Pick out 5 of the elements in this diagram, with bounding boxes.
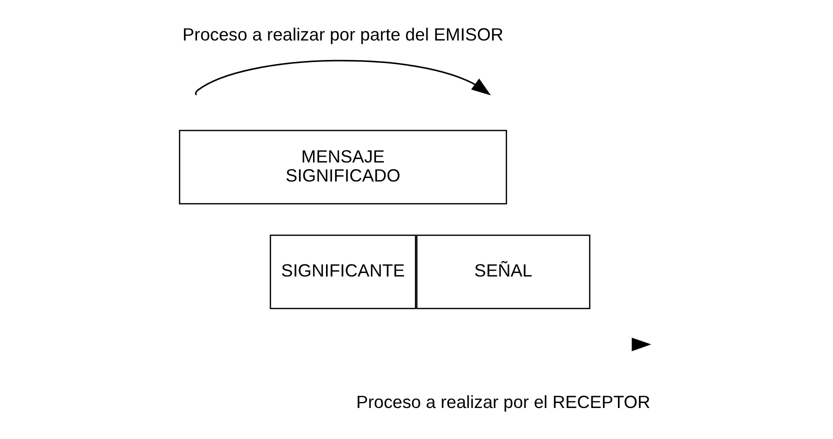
node-box: SIGNIFICANTE <box>270 234 416 310</box>
label: Proceso a realizar por parte del EMISOR <box>182 24 504 45</box>
node-box: MENSAJE SIGNIFICADO <box>178 130 508 204</box>
node-box: SEÑAL <box>416 234 590 310</box>
label: Proceso a realizar por el RECEPTOR <box>356 392 650 412</box>
